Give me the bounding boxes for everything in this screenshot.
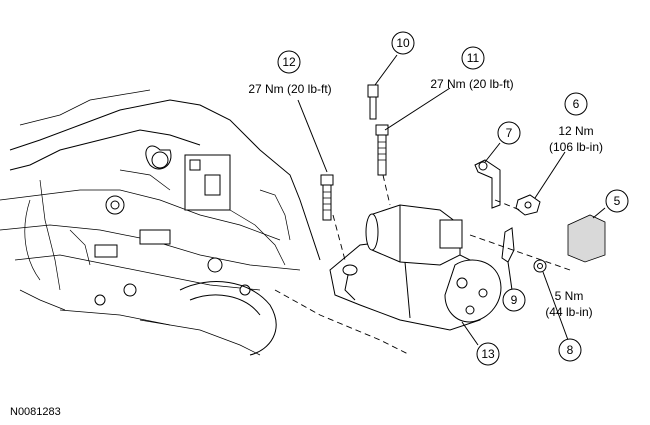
callout-6-torque: 12 Nm	[558, 124, 593, 138]
nut-6-illustration	[515, 194, 541, 216]
callout-13-number: 13	[481, 347, 495, 361]
stud-centerline	[469, 234, 571, 271]
callout-6-torque-imperial: (106 lb-in)	[549, 140, 603, 154]
callout-12-number: 12	[282, 55, 296, 69]
leader-13	[461, 321, 479, 346]
callout-6-number: 6	[573, 97, 580, 111]
callout-13: 13	[476, 342, 500, 366]
leader-5	[592, 207, 606, 219]
bolt-12-centerline	[332, 214, 346, 261]
callout-7: 7	[497, 121, 521, 145]
callout-9: 9	[502, 288, 526, 312]
leader-6	[534, 151, 566, 199]
callout-11-torque: 27 Nm (20 lb-ft)	[430, 77, 513, 91]
callout-8-number: 8	[567, 343, 574, 357]
callout-8: 5 Nm (44 lb-in) 8	[545, 289, 593, 362]
callout-10-number: 10	[396, 36, 410, 50]
bolt-11-centerline	[382, 174, 391, 206]
callout-12: 12 27 Nm (20 lb-ft)	[248, 50, 332, 96]
bracket-centerline	[494, 199, 521, 211]
leader-10	[374, 54, 398, 86]
callout-8-torque: 5 Nm	[555, 289, 584, 303]
callout-11-number: 11	[467, 51, 480, 65]
bolt-12-illustration	[320, 174, 334, 221]
bracket-7-illustration	[474, 159, 501, 209]
callout-8-torque-imperial: (44 lb-in)	[545, 305, 592, 319]
callout-5: 5	[605, 189, 629, 213]
callout-12-torque: 27 Nm (20 lb-ft)	[248, 82, 331, 96]
leader-12	[297, 99, 328, 173]
bolt-11-illustration	[375, 124, 389, 176]
callout-7-number: 7	[506, 126, 513, 140]
starter-motor-illustration	[329, 204, 502, 331]
leader-11	[384, 87, 451, 131]
terminal-9-illustration	[501, 227, 515, 263]
callout-5-number: 5	[614, 194, 621, 208]
cover-5-illustration	[567, 214, 606, 263]
mount-centerline	[274, 289, 411, 356]
leader-7	[484, 142, 501, 163]
leader-8	[542, 271, 569, 341]
callout-10: 10	[391, 31, 415, 55]
nut-8-illustration	[533, 259, 547, 273]
engine-block-illustration	[0, 89, 321, 356]
reference-number: N0081283	[10, 406, 61, 418]
leader-9	[507, 261, 513, 291]
callout-6: 6 12 Nm (106 lb-in)	[549, 92, 603, 154]
callout-9-number: 9	[511, 293, 518, 307]
stud-10-illustration	[367, 84, 379, 120]
callout-11: 11 27 Nm (20 lb-ft)	[430, 46, 514, 91]
